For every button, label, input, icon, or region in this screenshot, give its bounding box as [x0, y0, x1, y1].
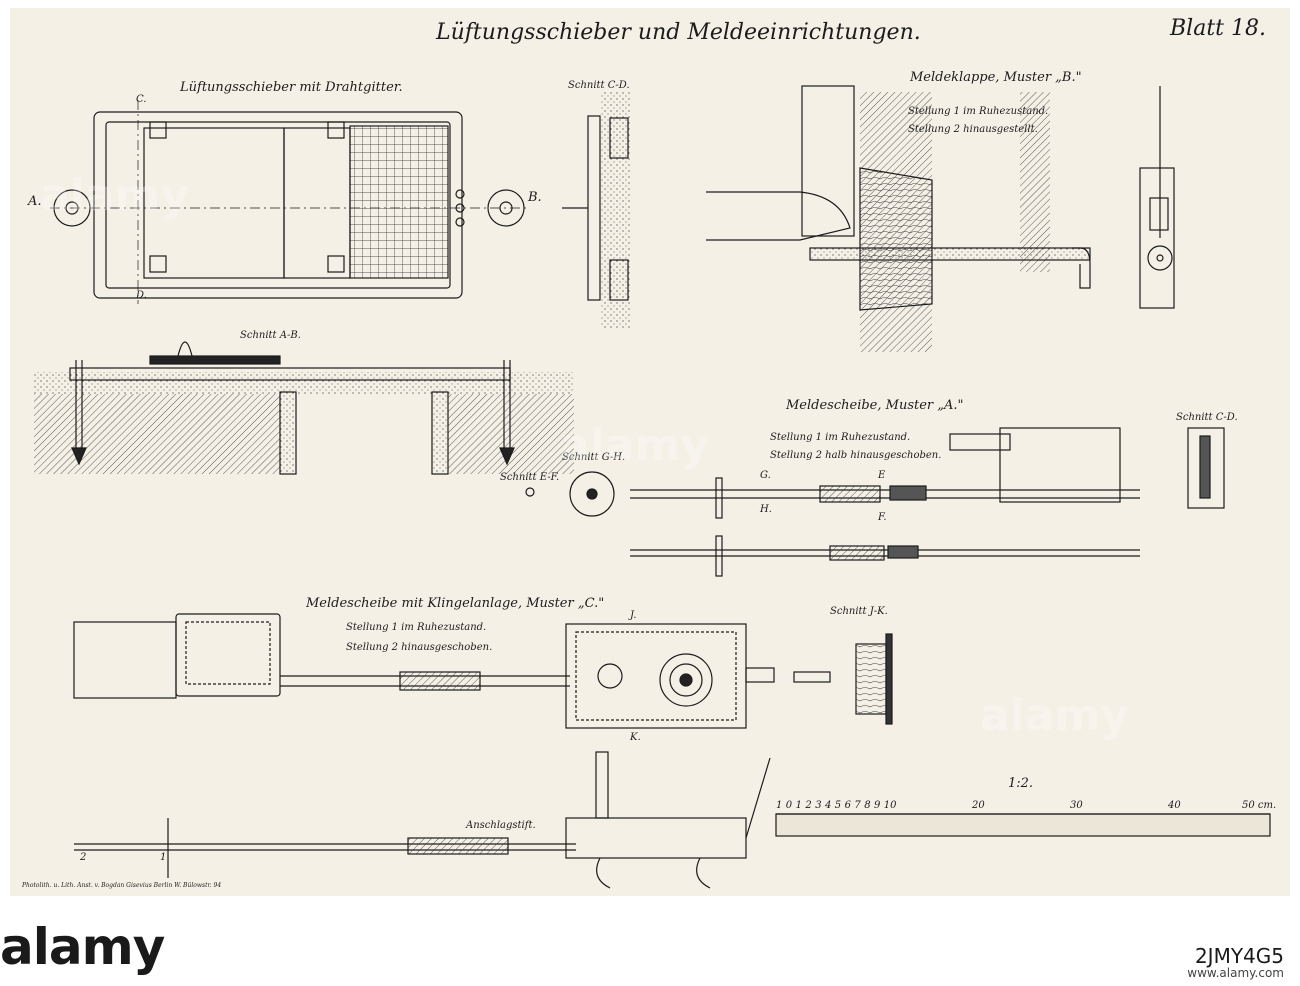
disc-c-position-2: Stellung 2 hinausgeschoben. — [346, 642, 493, 653]
position-label-1: 1 — [160, 852, 167, 863]
letter-e: E — [878, 470, 886, 481]
disc-a-position-1: Stellung 1 im Ruhezustand. — [770, 432, 911, 443]
scale-tick-label: 6 — [844, 800, 851, 811]
stock-url: www.alamy.com — [1187, 966, 1284, 980]
disc-a-title: Meldescheibe, Muster „A." — [786, 398, 964, 413]
scale-tick-label: 20 — [972, 800, 985, 811]
flap-title: Meldeklappe, Muster „B." — [910, 70, 1082, 85]
vent-plate-plan — [50, 100, 530, 304]
stock-footer — [0, 896, 1300, 986]
vent-title: Lüftungsschieber mit Drahtgitter. — [180, 80, 403, 95]
printer-credit: Photolith. u. Lith. Anst. v. Bogdan Gise… — [22, 882, 222, 889]
stock-logo: alamy — [0, 918, 165, 976]
letter-c: C. — [136, 94, 147, 105]
vent-section-ab — [34, 341, 574, 475]
scale-unit: 50 cm. — [1242, 800, 1277, 811]
scale-tick-label: 1 — [776, 800, 783, 811]
letter-g: G. — [760, 470, 771, 481]
letter-j: J. — [630, 610, 637, 621]
disc-c-drawing — [73, 613, 893, 889]
sheet-number: Blatt 18. — [1170, 16, 1266, 41]
sheet-title: Lüftungsschieber und Meldeeinrichtungen. — [436, 20, 921, 45]
scale-tick-label: 30 — [1070, 800, 1083, 811]
drawing-sheet: Lüftungsschieber und Meldeeinrichtungen.… — [10, 8, 1290, 896]
scale-tick-label: 7 — [854, 800, 861, 811]
letter-d: D. — [136, 290, 147, 301]
scale-tick-label: 0 — [785, 800, 793, 811]
vent-section-cd-label: Schnitt C-D. — [568, 80, 630, 91]
disc-c-position-1: Stellung 1 im Ruhezustand. — [346, 622, 487, 633]
letter-h: H. — [760, 504, 772, 515]
scale-tick-label: 4 — [825, 800, 832, 811]
flap-position-1: Stellung 1 im Ruhezustand. — [908, 106, 1049, 117]
section-gh-label: Schnitt G-H. — [562, 452, 626, 463]
scale-tick-label: 2 — [805, 800, 812, 811]
scale-tick-label: 1 — [795, 800, 802, 811]
letter-a: A. — [28, 194, 42, 209]
scale-ratio: 1:2. — [1008, 776, 1034, 791]
technical-drawing — [34, 85, 1271, 889]
stop-pin-label: Anschlagstift. — [466, 820, 536, 831]
scale-tick-label: 40 — [1168, 800, 1181, 811]
flap-position-2: Stellung 2 hinausgestellt. — [908, 124, 1038, 135]
scale-tick-label: 10 — [883, 800, 897, 811]
disc-a-position-2: Stellung 2 halb hinausgeschoben. — [770, 450, 942, 461]
scale-tick-label: 5 — [834, 800, 842, 811]
disc-a-section-cd-label: Schnitt C-D. — [1176, 412, 1238, 423]
section-jk-label: Schnitt J-K. — [830, 606, 888, 617]
disc-a-drawing — [525, 427, 1225, 577]
scale-tick-label: 3 — [815, 800, 822, 811]
letter-k: K. — [630, 732, 641, 743]
section-ef-label: Schnitt E-F. — [500, 472, 560, 483]
scale-bar — [775, 813, 1271, 837]
scale-tick-label: 9 — [874, 800, 881, 811]
vent-section-ab-label: Schnitt A-B. — [240, 330, 301, 341]
letter-f: F. — [878, 512, 887, 523]
flap-wall-section — [706, 85, 1175, 352]
disc-c-title: Meldescheibe mit Klingelanlage, Muster „… — [306, 596, 605, 611]
letter-b: B. — [528, 190, 542, 205]
stock-image-id: 2JMY4G5 — [1194, 944, 1284, 968]
vent-section-cd — [562, 92, 630, 328]
scale-tick-label: 8 — [864, 800, 871, 811]
position-label-2: 2 — [80, 852, 87, 863]
